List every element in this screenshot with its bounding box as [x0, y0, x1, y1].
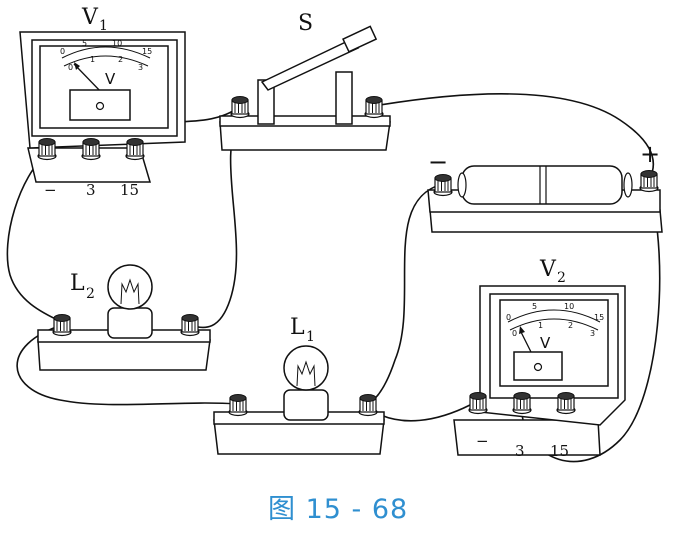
- v2-scale-15: 15: [594, 313, 604, 322]
- v1-scale-b2: 2: [118, 55, 123, 64]
- battery-plus-label: +: [640, 140, 660, 168]
- l1-label: L: [290, 315, 305, 340]
- v2-terminal-minus: −: [476, 432, 489, 450]
- voltmeter-v2: 0 5 10 15 0 1 2 3 V − 3 15 V 2: [453, 257, 626, 460]
- v2-label-sub: 2: [557, 270, 566, 286]
- wire-v1minus-l2left: [6, 153, 63, 323]
- v1-dial-unit: V: [105, 70, 116, 88]
- wire-battery-minus-l1right: [367, 183, 444, 405]
- wire-switch-l2right: [189, 113, 241, 329]
- v1-scale-0: 0: [60, 47, 65, 56]
- lamp-l1: L 1: [213, 315, 385, 455]
- l2-label-sub: 2: [86, 286, 95, 302]
- voltmeter-v1: 0 5 10 15 0 1 2 3 V − 3 15 V 1: [19, 5, 186, 199]
- wire-switch-battery-plus: [373, 93, 655, 181]
- battery-pack: − +: [427, 140, 663, 233]
- v2-dial-unit: V: [540, 334, 551, 352]
- v2-terminal-15: 15: [550, 442, 569, 460]
- wire-l2left-l1left: [16, 324, 239, 406]
- v2-scale-b2: 2: [568, 321, 573, 330]
- v2-scale-10: 10: [564, 302, 574, 311]
- v1-label-sub: 1: [99, 18, 108, 34]
- v1-terminal-3: 3: [86, 181, 96, 199]
- v2-scale-b0: 0: [512, 329, 517, 338]
- v1-scale-15: 15: [142, 47, 152, 56]
- v1-scale-5: 5: [82, 39, 87, 48]
- v1-scale-10: 10: [112, 39, 122, 48]
- figure-caption: 图 15 - 68: [268, 494, 408, 525]
- v2-label: V: [539, 257, 557, 282]
- switch-s: S: [219, 11, 391, 151]
- v2-scale-5: 5: [532, 302, 537, 311]
- v1-scale-b3: 3: [138, 63, 143, 72]
- lamp-l2: L 2: [37, 264, 211, 371]
- v2-scale-b3: 3: [590, 329, 595, 338]
- l2-label: L: [70, 271, 85, 296]
- battery-minus-label: −: [428, 148, 448, 176]
- switch-label: S: [298, 11, 313, 36]
- v2-scale-b1: 1: [538, 321, 543, 330]
- v1-terminal-15: 15: [120, 181, 139, 199]
- l1-label-sub: 1: [306, 329, 315, 345]
- v2-terminal-3: 3: [515, 442, 525, 460]
- v1-terminal-minus: −: [44, 181, 57, 199]
- v1-scale-b0: 0: [68, 63, 73, 72]
- v2-scale-0: 0: [506, 313, 511, 322]
- v1-scale-b1: 1: [90, 55, 95, 64]
- v1-label: V: [81, 5, 99, 30]
